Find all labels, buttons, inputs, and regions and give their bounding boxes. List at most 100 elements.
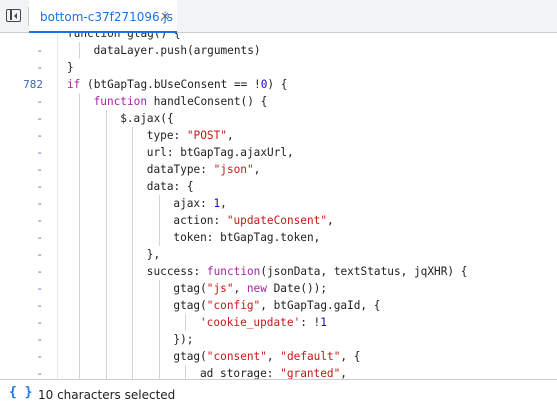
line-number[interactable]: - (36, 231, 43, 244)
close-tab-icon[interactable]: × (160, 9, 171, 23)
line-number[interactable]: - (36, 316, 43, 329)
indent-guide (79, 297, 80, 314)
code-line[interactable]: - gtag("config", btGapTag.gaId, { (0, 297, 557, 314)
line-number[interactable]: - (36, 367, 43, 379)
code-text[interactable]: }); (173, 331, 193, 348)
indent-guide (132, 212, 134, 229)
line-number[interactable]: - (36, 95, 43, 108)
indent-guide (79, 110, 80, 127)
pretty-print-icon[interactable]: { } (9, 385, 33, 400)
code-text[interactable]: function gtag() { (67, 33, 181, 42)
code-token: token: btGapTag.token, (173, 231, 321, 244)
code-line[interactable]: - ad_storage: "granted", (0, 365, 557, 379)
code-line[interactable]: - token: btGapTag.token, (0, 229, 557, 246)
code-text[interactable]: success: function(jsonData, textStatus, … (147, 263, 468, 280)
code-line[interactable]: - dataType: "json", (0, 161, 557, 178)
indent-guide (79, 263, 80, 280)
code-text[interactable]: } (67, 59, 74, 76)
code-line[interactable]: function gtag() { (0, 33, 557, 42)
code-token: , (266, 350, 281, 363)
code-editor[interactable]: function gtag() { - dataLayer.push(argumen… (0, 33, 557, 379)
line-number[interactable]: - (36, 248, 43, 261)
code-text[interactable]: dataLayer.push(arguments) (94, 42, 261, 59)
code-text[interactable]: ajax: 1, (173, 195, 226, 212)
code-token: , (226, 129, 234, 142)
code-token: , (233, 282, 247, 295)
indent-guide (105, 246, 107, 263)
code-line[interactable]: - success: function(jsonData, textStatus,… (0, 263, 557, 280)
code-text[interactable]: ad_storage: "granted", (200, 365, 347, 379)
code-text[interactable]: gtag("consent", "default", { (173, 348, 360, 365)
line-number[interactable]: 782 (23, 78, 43, 91)
code-line[interactable]: - data: { (0, 178, 557, 195)
code-text[interactable]: $.ajax({ (120, 110, 173, 127)
file-tab-label[interactable]: bottom-c37f271096.js (40, 10, 174, 24)
string-token: "updateConsent" (226, 214, 328, 227)
line-number[interactable]: - (36, 214, 43, 227)
file-tab-active[interactable]: bottom-c37f271096.js × (29, 0, 177, 33)
code-text[interactable]: gtag("js", new Date()); (173, 280, 327, 297)
indent-guide (79, 314, 80, 331)
code-line[interactable]: - action: "updateConsent", (0, 212, 557, 229)
indent-guide (79, 195, 80, 212)
indent-guide (105, 314, 107, 331)
code-text[interactable]: function handleConsent() { (94, 93, 268, 110)
tab-divider (28, 7, 29, 26)
code-token: gtag( (173, 299, 207, 312)
indent-guide (132, 263, 134, 280)
code-text[interactable]: token: btGapTag.token, (173, 229, 320, 246)
indent-guide (79, 42, 80, 59)
code-text[interactable]: if (btGapTag.bUseConsent == !0) { (67, 76, 287, 93)
code-line[interactable]: -}, (0, 246, 557, 263)
line-number[interactable]: - (36, 163, 43, 176)
code-line[interactable]: - url: btGapTag.ajaxUrl, (0, 144, 557, 161)
line-number[interactable]: - (36, 265, 43, 278)
code-text[interactable]: }, (147, 246, 160, 263)
code-line[interactable]: - $.ajax({ (0, 110, 557, 127)
code-text[interactable]: action: "updateConsent", (173, 212, 333, 229)
indent-guide (79, 365, 80, 379)
line-number[interactable]: - (36, 333, 43, 346)
indent-guide (105, 331, 107, 348)
line-number[interactable]: - (36, 197, 43, 210)
code-line[interactable]: - gtag("consent", "default", { (0, 348, 557, 365)
code-line[interactable]: - ajax: 1, (0, 195, 557, 212)
line-number[interactable]: - (36, 44, 43, 57)
code-line[interactable]: -} (0, 59, 557, 76)
line-number[interactable]: - (36, 299, 43, 312)
code-token: }, (146, 248, 161, 261)
indent-guide (105, 178, 107, 195)
code-text[interactable]: data: { (147, 178, 194, 195)
line-number[interactable]: - (36, 129, 43, 142)
code-token: url: btGapTag.ajaxUrl, (146, 146, 294, 159)
code-text[interactable]: url: btGapTag.ajaxUrl, (147, 144, 294, 161)
line-number[interactable]: - (36, 350, 43, 363)
code-line[interactable]: 782 if (btGapTag.bUseConsent == !0) { (0, 76, 557, 93)
indent-guide (105, 297, 107, 314)
indent-guide (79, 127, 80, 144)
indent-guide (158, 195, 160, 212)
line-number[interactable]: - (36, 146, 43, 159)
code-line[interactable]: - 'cookie_update': !1 (0, 314, 557, 331)
code-token: , (253, 163, 261, 176)
code-text[interactable]: gtag("config", btGapTag.gaId, { (173, 297, 380, 314)
code-line[interactable]: - gtag("js", new Date()); (0, 280, 557, 297)
line-number[interactable]: - (36, 61, 43, 74)
code-text[interactable]: 'cookie_update': !1 (200, 314, 327, 331)
code-line[interactable]: - function handleConsent() { (0, 93, 557, 110)
code-line[interactable]: - dataLayer.push(arguments) (0, 42, 557, 59)
indent-guide (105, 212, 107, 229)
string-token: "js" (206, 282, 234, 295)
code-token: : ! (300, 316, 321, 329)
code-line[interactable]: - type: "POST", (0, 127, 557, 144)
keyword-token: if (67, 78, 81, 91)
code-line[interactable]: -}); (0, 331, 557, 348)
line-number[interactable]: - (36, 282, 43, 295)
indent-guide (79, 246, 80, 263)
indent-guide (79, 161, 80, 178)
code-text[interactable]: dataType: "json", (147, 161, 261, 178)
line-number[interactable]: - (36, 112, 43, 125)
line-number[interactable]: - (36, 180, 43, 193)
code-text[interactable]: type: "POST", (147, 127, 234, 144)
toggle-navigator-icon[interactable] (6, 9, 21, 22)
